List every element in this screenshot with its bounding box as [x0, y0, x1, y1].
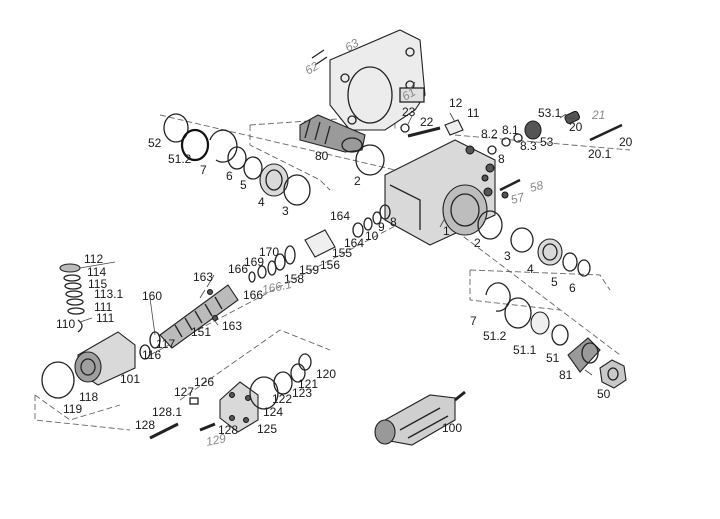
- part-label-11: 11: [467, 106, 480, 120]
- part-label-164-lower: 164: [344, 236, 364, 250]
- part-label-126: 126: [194, 375, 214, 389]
- part-label-155: 155: [332, 246, 352, 260]
- part-label-158: 158: [284, 272, 304, 286]
- part-label-22: 22: [420, 115, 434, 129]
- part-label-50: 50: [597, 387, 611, 401]
- part-label-110: 110: [56, 317, 75, 331]
- part-label-160: 160: [142, 289, 162, 303]
- part-label-9: 9: [378, 220, 385, 234]
- part-label-115: 115: [88, 277, 107, 291]
- part-label-3-left: 3: [282, 204, 289, 218]
- part-label-5-right: 5: [551, 275, 558, 289]
- part-label-4-left: 4: [258, 195, 265, 209]
- part-label-2-right: 2: [474, 236, 481, 250]
- part-label-129: 129: [205, 431, 228, 449]
- part-label-101: 101: [120, 372, 140, 386]
- part-label-120: 120: [316, 367, 336, 381]
- part-label-5-left: 5: [240, 178, 247, 192]
- rack-piston: [149, 284, 239, 349]
- part-label-51-1: 51.1: [513, 343, 537, 357]
- part-label-127: 127: [174, 385, 194, 399]
- part-label-7-left: 7: [200, 163, 207, 177]
- sector-shaft: [299, 114, 366, 153]
- steering-gear-housing: [384, 139, 496, 246]
- part-label-53: 53: [540, 135, 554, 149]
- part-label-58: 58: [528, 178, 545, 195]
- part-label-121: 121: [298, 377, 318, 391]
- part-label-2-upper: 2: [354, 174, 361, 188]
- spring-stack: [59, 263, 85, 333]
- part-label-6-right: 6: [569, 281, 576, 295]
- part-label-117: 117: [156, 337, 175, 351]
- part-label-169: 169: [244, 255, 264, 269]
- part-label-111-lower: 111: [96, 311, 115, 325]
- part-label-4-right: 4: [527, 262, 534, 276]
- part-label-21: 21: [591, 108, 605, 122]
- part-label-51-2-right: 51.2: [483, 329, 507, 343]
- part-label-170: 170: [259, 245, 279, 259]
- leader-lines: [79, 81, 593, 376]
- part-label-128-1: 128.1: [152, 405, 182, 419]
- part-label-125: 125: [257, 422, 277, 436]
- valve-housing: [41, 331, 151, 399]
- part-label-8-3: 8.3: [520, 139, 537, 153]
- part-label-118: 118: [79, 390, 98, 404]
- part-label-159: 159: [299, 263, 319, 277]
- part-label-116: 116: [142, 348, 161, 362]
- part-label-8-1: 8.1: [502, 123, 519, 137]
- valve-assembly: [374, 390, 466, 446]
- part-label-81: 81: [559, 368, 573, 382]
- part-label-124: 124: [263, 405, 283, 419]
- part-label-62: 62: [303, 59, 322, 78]
- part-label-166-upper: 166: [228, 262, 248, 276]
- part-label-100: 100: [442, 421, 462, 435]
- output-side-parts: [477, 210, 627, 389]
- part-label-10: 10: [365, 229, 379, 243]
- part-label-23: 23: [402, 105, 416, 119]
- part-label-164-upper: 164: [330, 209, 350, 223]
- part-label-113-1: 113.1: [94, 287, 123, 301]
- end-cover: [149, 353, 312, 440]
- part-label-114: 114: [87, 265, 106, 279]
- part-label-163-lower: 163: [222, 319, 242, 333]
- part-label-122: 122: [272, 392, 292, 406]
- part-label-51: 51: [546, 351, 560, 365]
- part-label-53-1: 53.1: [538, 106, 562, 120]
- part-label-166-1: 166.1: [261, 277, 293, 297]
- part-label-20-right: 20: [619, 135, 633, 149]
- part-label-52: 52: [148, 136, 162, 150]
- part-label-1: 1: [443, 224, 450, 238]
- mounting-bracket: [311, 29, 426, 131]
- part-label-63: 63: [343, 36, 362, 55]
- part-label-8-2: 8.2: [481, 127, 498, 141]
- part-label-6-left: 6: [226, 169, 233, 183]
- part-label-163-upper: 163: [193, 270, 213, 284]
- part-label-111-upper: 111: [94, 300, 113, 314]
- part-label-112: 112: [84, 252, 103, 266]
- part-label-151: 151: [191, 325, 211, 339]
- part-label-57: 57: [509, 190, 527, 207]
- part-label-20-1: 20.1: [588, 147, 612, 161]
- part-label-12: 12: [449, 96, 463, 110]
- part-label-8-lower: 8: [390, 215, 397, 229]
- part-label-123: 123: [292, 386, 312, 400]
- part-label-156: 156: [320, 258, 340, 272]
- small-rings-center: [248, 204, 391, 283]
- part-label-128-left: 128: [135, 418, 155, 432]
- part-label-119: 119: [63, 402, 82, 416]
- part-label-128-right: 128: [218, 423, 238, 437]
- part-label-20-top: 20: [569, 120, 583, 134]
- part-label-80: 80: [315, 149, 329, 163]
- adjuster-parts: [400, 110, 623, 199]
- seal-rings-left-upper: [163, 113, 385, 206]
- part-label-61: 61: [400, 85, 419, 104]
- part-label-8-upper: 8: [498, 152, 505, 166]
- part-label-3-right: 3: [504, 249, 511, 263]
- part-label-7-right: 7: [470, 314, 477, 328]
- part-label-166-lower: 166: [243, 288, 263, 302]
- part-label-51-2-left: 51.2: [168, 152, 192, 166]
